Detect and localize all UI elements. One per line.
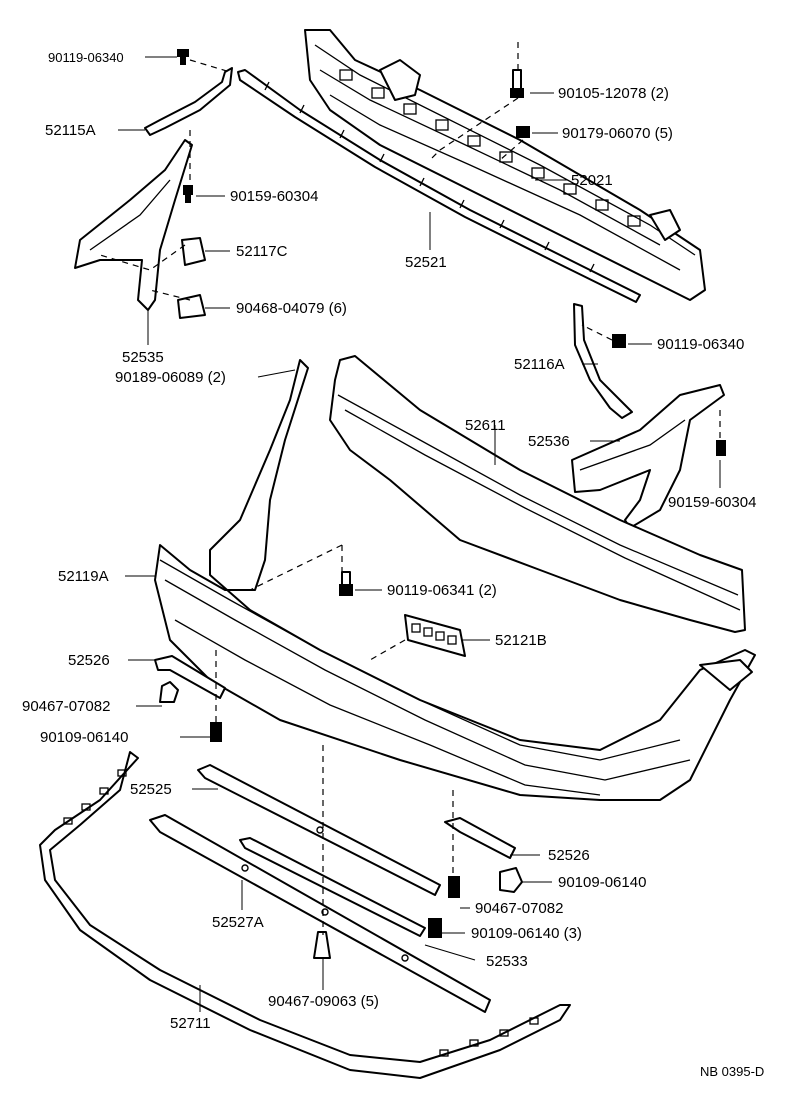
label-52533: 52533 — [486, 953, 528, 970]
label-90189-06089: 90189-06089 (2) — [115, 369, 226, 386]
bracket-52525 — [197, 764, 441, 896]
retainer-52521 — [237, 69, 641, 303]
label-52527A: 52527A — [212, 914, 264, 931]
bolt-icon-a — [177, 49, 189, 65]
bolt-icon-e — [612, 334, 626, 348]
bolt-icon-c — [510, 69, 524, 98]
label-52536: 52536 — [528, 433, 570, 450]
bracket-52526-a — [154, 655, 226, 699]
bracket-52526-b — [444, 817, 516, 859]
label-90109-06140-a: 90109-06140 — [40, 729, 128, 746]
assembly-dash-lines — [99, 42, 721, 935]
label-52525: 52525 — [130, 781, 172, 798]
label-52521: 52521 — [405, 254, 447, 271]
label-90119-06340-b: 90119-06340 — [657, 336, 744, 353]
part-labels: 90119-06340 52115A 90159-60304 52117C 90… — [22, 50, 764, 1079]
label-52526-a: 52526 — [68, 652, 110, 669]
bumper-52119A — [154, 359, 756, 801]
bolt-icon-i — [210, 722, 222, 742]
label-90468-04079: 90468-04079 (6) — [236, 300, 347, 317]
bolt-icon-l — [428, 918, 442, 938]
label-52115A: 52115A — [45, 122, 96, 139]
label-52119A: 52119A — [58, 568, 109, 585]
bolt-icon-g — [339, 571, 353, 596]
label-90109-06140-b: 90109-06140 — [558, 874, 646, 891]
label-52117C: 52117C — [236, 243, 288, 260]
spoiler-52711 — [39, 751, 571, 1079]
label-52021: 52021 — [571, 172, 613, 189]
label-52711: 52711 — [170, 1015, 211, 1032]
label-52121B: 52121B — [495, 632, 547, 649]
clip-icon-m — [313, 931, 331, 959]
bracket-52115A — [144, 67, 233, 136]
nut-icon-d — [516, 126, 530, 138]
label-52611: 52611 — [465, 417, 506, 434]
clip-icon-h — [159, 681, 179, 703]
support-52536 — [571, 384, 725, 529]
label-90179-06070: 90179-06070 (5) — [562, 125, 673, 142]
label-90467-09063: 90467-09063 (5) — [268, 993, 379, 1010]
label-90105-12078: 90105-12078 (2) — [558, 85, 669, 102]
bracket-52527A — [149, 814, 491, 1013]
support-52535 — [74, 139, 206, 319]
bracket-52533 — [239, 837, 426, 937]
bolt-icon-b — [183, 185, 193, 203]
label-52526-b: 52526 — [548, 847, 590, 864]
label-90467-07082-b: 90467-07082 — [475, 900, 563, 917]
label-90119-06340-a: 90119-06340 — [48, 50, 124, 65]
label-90159-60304-a: 90159-60304 — [230, 188, 318, 205]
label-90109-06140-c: 90109-06140 (3) — [471, 925, 582, 942]
plate-52121B — [404, 614, 466, 657]
label-52116A: 52116A — [514, 356, 565, 373]
cover-52611 — [329, 355, 746, 633]
drawing-code: NB 0395-D — [700, 1064, 764, 1079]
label-90467-07082-a: 90467-07082 — [22, 698, 110, 715]
bolt-icon-f — [716, 440, 726, 456]
leader-lines — [118, 56, 721, 1012]
label-90159-60304-b: 90159-60304 — [668, 494, 756, 511]
bracket-52116A — [573, 303, 633, 419]
label-52535: 52535 — [122, 349, 164, 366]
bolt-icon-k — [448, 876, 460, 898]
reinforcement-52021 — [304, 29, 706, 301]
label-90119-06341: 90119-06341 (2) — [387, 582, 497, 599]
clip-icon-j — [499, 867, 523, 893]
